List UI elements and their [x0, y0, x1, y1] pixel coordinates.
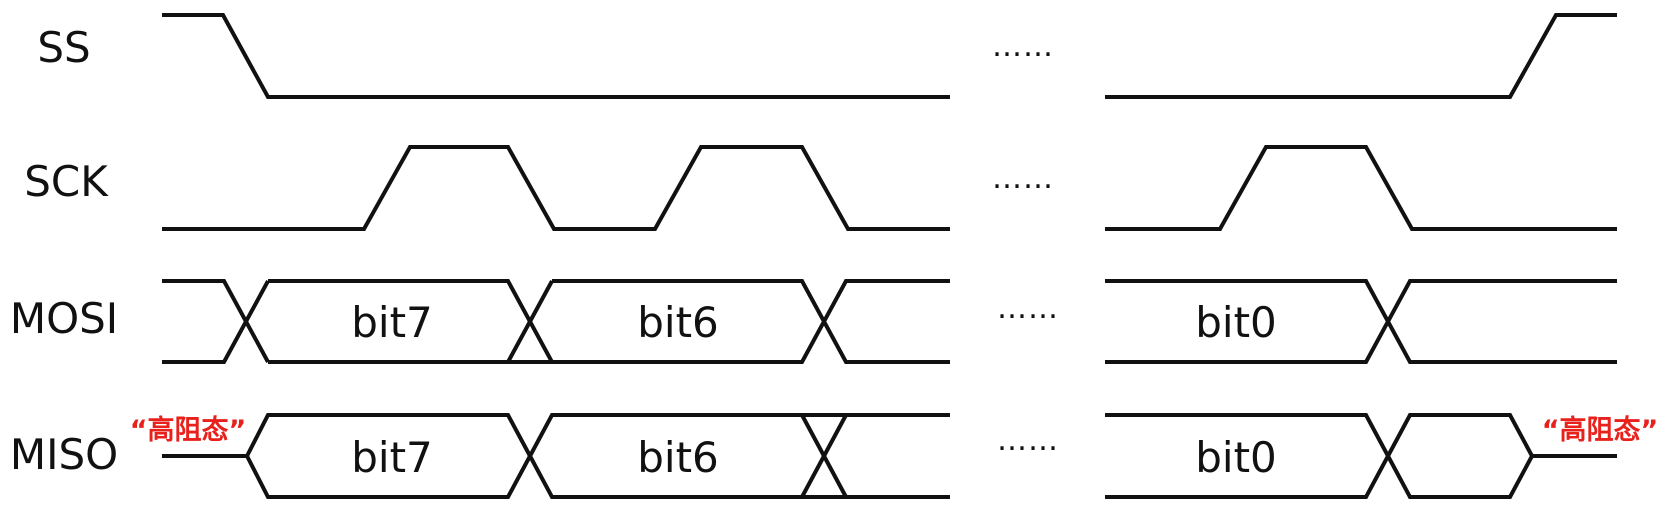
mosi-bit0-label: bit0: [1195, 298, 1277, 347]
miso-bit7-cell: [245, 413, 950, 499]
miso-ellipsis: ……: [997, 423, 1059, 458]
ss-waveform-left: [162, 13, 950, 99]
miso-bit6-label: bit6: [637, 433, 719, 482]
sck-waveform-left: [162, 145, 950, 231]
mosi-waveform-upper-left: [162, 279, 270, 363]
mosi-label: MOSI: [10, 294, 118, 343]
ss-label: SS: [37, 23, 90, 72]
miso-bit7-label: bit7: [351, 433, 433, 482]
miso-high-impedance-label-right: “高阻态”: [1542, 414, 1659, 446]
mosi-waveform-lower-left: [162, 280, 270, 364]
mosi-ellipsis: ……: [997, 291, 1059, 326]
mosi-bit7-label: bit7: [351, 298, 433, 347]
miso-bit6-cell: [800, 414, 848, 498]
sck-ellipsis: ……: [992, 161, 1054, 196]
miso-bit0-label: bit0: [1195, 433, 1277, 482]
mosi-bit0-cell: [1105, 279, 1617, 364]
ss-waveform-right: [1105, 13, 1617, 99]
sck-label: SCK: [24, 157, 109, 206]
miso-high-impedance-label-left: “高阻态”: [130, 414, 247, 446]
mosi-cross-7-6: [506, 280, 554, 363]
sck-waveform-right: [1105, 145, 1617, 231]
miso-label: MISO: [10, 430, 118, 479]
ss-ellipsis: ……: [992, 29, 1054, 64]
mosi-bit6-label: bit6: [637, 298, 719, 347]
miso-bit0-cell: [1105, 413, 1617, 499]
mosi-bit6-cell: [552, 279, 950, 364]
